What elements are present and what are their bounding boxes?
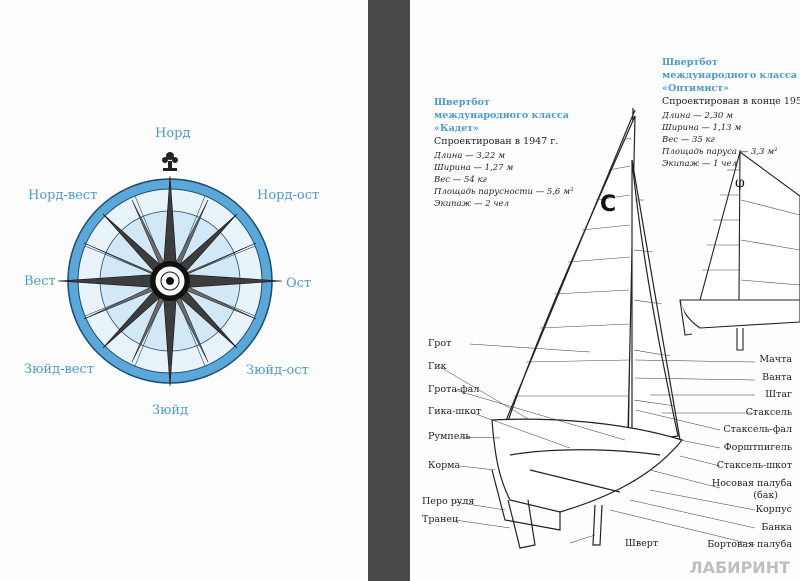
spec-crew: Экипаж — 1 чел [662, 159, 738, 169]
optimist-specs: Длина — 2,30 м Ширина — 1,13 м Вес — 35 … [662, 110, 778, 170]
left-page: Норд Норд-вест Норд-ост Вест Ост Зюйд-ве… [0, 0, 368, 581]
label-nosovaya-paluba: Носовая палуба [711, 478, 792, 489]
label-vanta: Ванта [762, 372, 792, 383]
label-rumpel: Румпель [428, 431, 471, 442]
right-page: C φ Швертбот международного класса «Каде… [410, 0, 800, 581]
spec-sail-area: Площадь парусности — 5,6 м² [434, 187, 574, 197]
optimist-title: Швертбот международного класса «Оптимист… [662, 57, 797, 94]
label-korpus: Корпус [755, 504, 792, 515]
spec-crew: Экипаж — 2 чел [434, 199, 510, 209]
label-staksel-fal: Стаксель-фал [723, 424, 792, 435]
direction-northeast: Норд-ост [257, 188, 320, 203]
label-korma: Корма [428, 460, 461, 471]
label-forshtpigel: Форштпигель [723, 442, 792, 453]
label-tranets: Транец [422, 514, 459, 525]
label-pero-rulya: Перо руля [422, 496, 475, 507]
spec-width: Ширина — 1,27 м [434, 163, 514, 173]
label-banka: Банка [761, 522, 792, 533]
book-spine [368, 0, 410, 581]
direction-southwest: Зюйд-вест [24, 362, 94, 377]
label-bortovaya-paluba: Бортовая палуба [707, 539, 792, 550]
label-bak: (бак) [753, 490, 778, 501]
label-gika-shkot: Гика-шкот [428, 406, 482, 417]
label-shvert: Шверт [625, 538, 659, 549]
spec-weight: Вес — 35 кг [662, 135, 715, 145]
sail-letter: C [600, 192, 616, 217]
spec-weight: Вес — 54 кг [434, 175, 487, 185]
label-machta: Мачта [759, 354, 792, 365]
optimist-sailboat-illustration: φ [679, 149, 800, 351]
cadet-title: Швертбот международного класса «Кадет» [434, 97, 569, 134]
spec-width: Ширина — 1,13 м [662, 123, 742, 133]
label-staksel-shkot: Стаксель-шкот [716, 460, 792, 471]
spec-length: Длина — 2,30 м [662, 111, 734, 121]
direction-east: Ост [286, 276, 312, 291]
cadet-designed: Спроектирован в 1947 г. [434, 136, 559, 147]
label-shtag: Штаг [765, 389, 792, 400]
direction-west: Вест [24, 274, 56, 289]
watermark-logo: ЛАБИРИНТ [689, 558, 790, 577]
direction-northwest: Норд-вест [28, 188, 98, 203]
label-grota-fal: Грота-фал [428, 384, 480, 395]
direction-south: Зюйд [152, 403, 189, 418]
compass-rose-icon [57, 152, 283, 387]
spec-length: Длина — 3,22 м [434, 151, 506, 161]
cadet-sailboat-illustration: C [439, 107, 756, 549]
label-gik: Гик [428, 361, 447, 372]
direction-southeast: Зюйд-ост [246, 363, 309, 378]
svg-text:φ: φ [735, 175, 745, 191]
direction-north: Норд [155, 126, 191, 141]
spec-sail-area: Площадь паруса — 3,3 м² [662, 147, 778, 157]
optimist-designed: Спроектирован в конце 1950-х [662, 96, 800, 107]
cadet-specs: Длина — 3,22 м Ширина — 1,27 м Вес — 54 … [434, 150, 574, 210]
label-staksel: Стаксель [745, 407, 792, 418]
label-grot: Грот [428, 338, 452, 349]
